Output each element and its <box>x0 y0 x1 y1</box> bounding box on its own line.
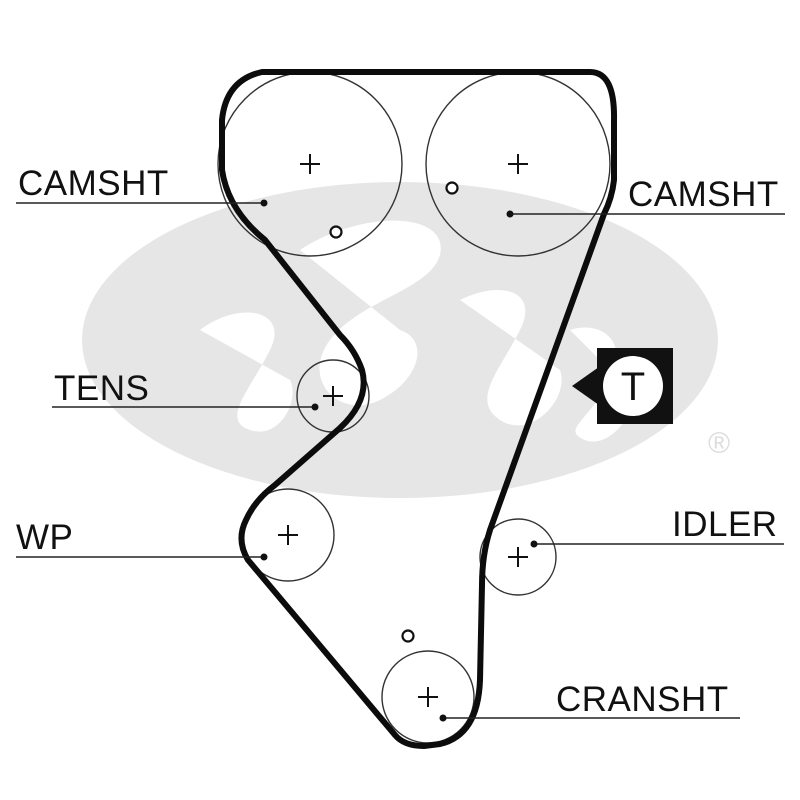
timing-mark-letter: T <box>621 365 645 409</box>
timing-hole-icon <box>401 629 415 643</box>
leader-lines <box>16 199 785 722</box>
timing-mark-symbol: T <box>572 348 673 424</box>
center-cross-icon <box>300 154 320 174</box>
leader-dot <box>506 210 514 218</box>
label-idler: IDLER <box>672 505 778 544</box>
timing-mark-circle <box>603 356 663 416</box>
leader-dot <box>439 714 447 722</box>
label-camshaft-left: CAMSHT <box>18 164 169 203</box>
watermark-registered-mark: ® <box>708 427 730 460</box>
leader-dot <box>530 540 538 548</box>
timing-mark-arrow-icon <box>572 362 606 410</box>
leader-dot <box>311 403 319 411</box>
label-water-pump: WP <box>16 518 74 557</box>
center-cross-icon <box>278 525 298 545</box>
center-cross-icon <box>508 154 528 174</box>
watermark-script-stroke-2 <box>460 290 562 426</box>
pulley-idler <box>479 518 557 596</box>
center-cross-icon <box>508 547 528 567</box>
pulley-crankshaft <box>381 629 475 744</box>
label-camshaft-right: CAMSHT <box>628 175 779 214</box>
center-cross-icon <box>418 687 438 707</box>
timing-hole-icon <box>329 225 343 239</box>
timing-hole-icon <box>445 181 459 195</box>
center-cross-icon <box>323 386 343 406</box>
watermark-script-stroke-1 <box>300 220 441 406</box>
pulley-circle <box>479 518 557 596</box>
watermark-script-stroke-3 <box>200 312 293 432</box>
leader-dot <box>260 553 268 561</box>
leader-dot <box>260 199 268 207</box>
label-tensioner: TENS <box>54 369 150 408</box>
label-crankshaft: CRANSHT <box>556 680 729 719</box>
timing-belt <box>219 69 618 749</box>
watermark-logo: ® <box>82 182 730 498</box>
